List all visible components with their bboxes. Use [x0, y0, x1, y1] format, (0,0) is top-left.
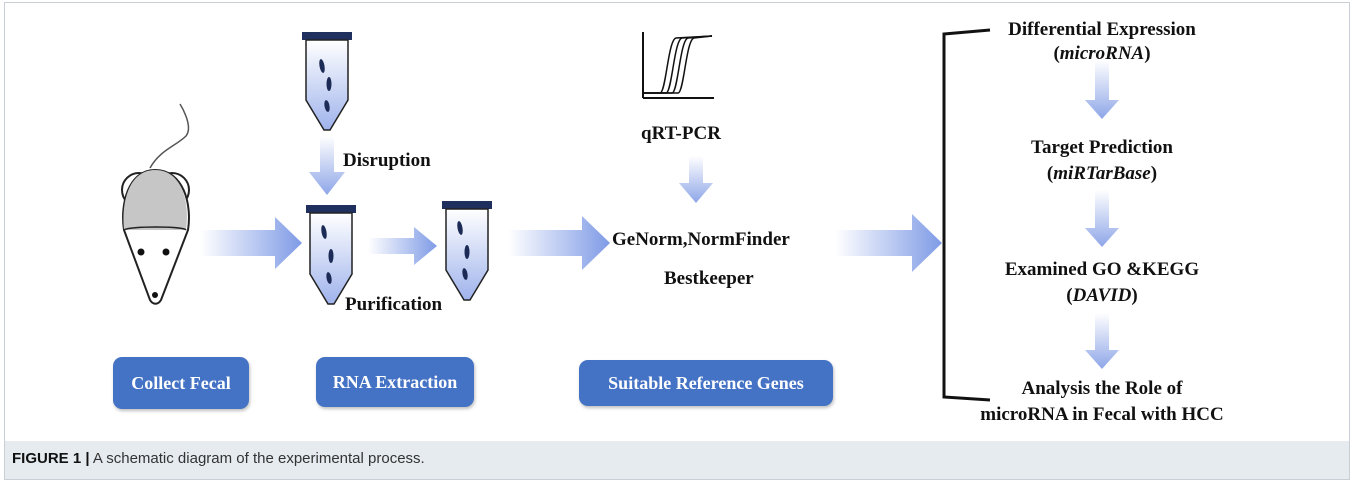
arrow-to-analysis	[835, 214, 942, 272]
target-prediction-title: Target Prediction	[1031, 137, 1173, 158]
tube-icon-disrupted	[306, 205, 356, 305]
figure-caption: FIGURE 1 | A schematic diagram of the ex…	[12, 450, 425, 467]
arrow-down-qrtpcr	[679, 156, 713, 203]
collect-fecal-step: Collect Fecal	[113, 357, 249, 409]
arrow-down-1	[1085, 60, 1119, 119]
genorm-label: GeNorm,NormFinder	[612, 229, 790, 250]
amplification-curve-icon	[642, 32, 714, 99]
arrow-down-2	[1085, 190, 1119, 247]
bestkeeper-label: Bestkeeper	[664, 268, 754, 289]
differential-expression-subtitle: (microRNA)	[1053, 43, 1151, 64]
differential-expression-title: Differential Expression	[1008, 19, 1196, 40]
role-analysis-line2: microRNA in Fecal with HCC	[980, 404, 1224, 425]
arrow-down-disruption	[309, 136, 345, 195]
qrtpcr-label: qRT-PCR	[641, 123, 721, 144]
analysis-bracket	[942, 28, 991, 402]
arrow-tube-to-tube	[368, 227, 437, 265]
go-kegg-subtitle: (DAVID)	[1066, 285, 1138, 306]
tube-icon-purified	[442, 201, 492, 301]
figure-frame	[4, 2, 1350, 480]
suitable-reference-genes-step: Suitable Reference Genes	[579, 360, 833, 406]
arrow-down-3	[1085, 313, 1119, 369]
disruption-label: Disruption	[343, 150, 431, 171]
figure-caption-text: A schematic diagram of the experimental …	[92, 450, 425, 467]
figure-caption-label: FIGURE 1 |	[12, 450, 90, 467]
role-analysis-line1: Analysis the Role of	[1021, 378, 1183, 399]
target-prediction-subtitle: (miRTarBase)	[1046, 163, 1158, 184]
caption-bar	[5, 441, 1349, 479]
purification-label: Purification	[345, 294, 443, 315]
rna-extraction-step: RNA Extraction	[316, 357, 474, 407]
mouse-icon	[121, 103, 190, 305]
microrna-term: microRNA	[1059, 43, 1145, 64]
david-term: DAVID	[1072, 285, 1132, 306]
go-kegg-title: Examined GO &KEGG	[1004, 259, 1200, 280]
arrow-mouse-to-tube	[200, 217, 302, 269]
mirtarbase-term: miRTarBase	[1053, 163, 1151, 184]
arrow-tube-to-normalization	[508, 216, 610, 270]
tube-icon-top	[302, 32, 352, 131]
